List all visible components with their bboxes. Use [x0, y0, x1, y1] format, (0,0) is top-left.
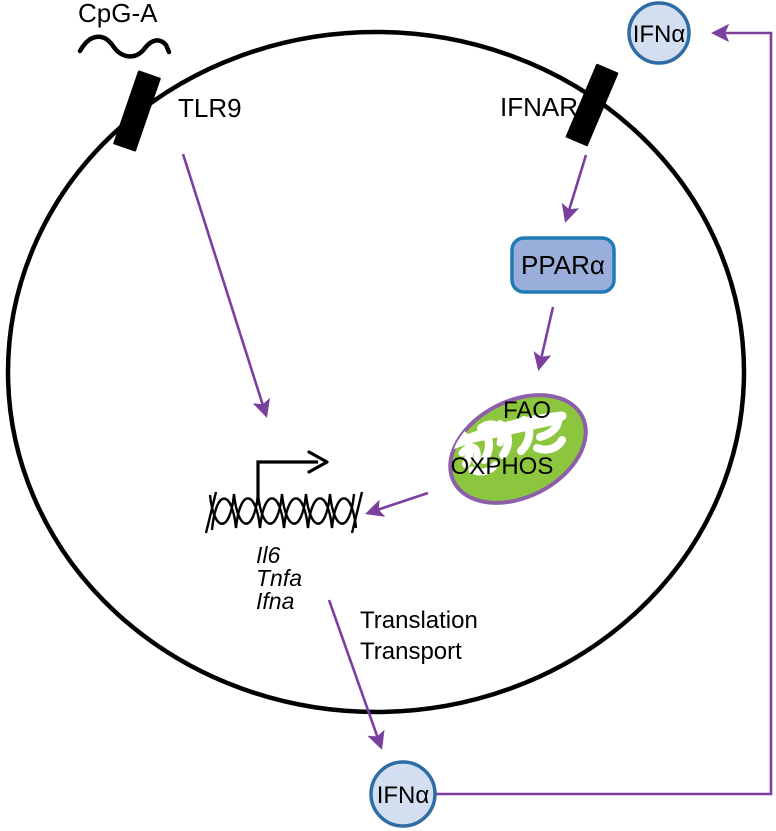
membrane-receptor-icon-tlr9[interactable] — [113, 70, 161, 152]
ligand-label: CpG-A — [78, 0, 158, 28]
cell-membrane-icon — [5, 29, 747, 715]
arrow-mitochondrion-to-gene — [365, 491, 429, 517]
mitochondrion-icon[interactable] — [432, 374, 604, 525]
cytokine-label-bottom: IFNα — [377, 782, 430, 809]
cytokine-circle-icon-bottom[interactable] — [369, 760, 437, 828]
gene-label-il6: Il6 — [256, 542, 281, 568]
arrow-ifnar-to-ppara — [561, 154, 588, 223]
receptor-label-ifnar: IFNAR — [500, 92, 578, 122]
dna-squiggle-icon — [77, 34, 172, 59]
receptor-label-tlr9: TLR9 — [178, 93, 242, 123]
transcription-arrow-icon — [256, 450, 329, 505]
rounded-box-icon-ppara[interactable] — [510, 236, 616, 294]
cytokine-label-top: IFNα — [633, 21, 686, 48]
arrow-tlr9-to-gene — [181, 153, 271, 418]
gene-label-ifna: Ifna — [256, 588, 294, 614]
process-label-transport: Transport — [360, 638, 462, 665]
ppara-label: PPARα — [521, 250, 605, 280]
arrow-ppara-to-mitochondrion — [533, 306, 555, 371]
cytokine-circle-icon-top[interactable] — [627, 1, 691, 65]
arrow-gene-to-ifna-secretion — [327, 599, 385, 750]
membrane-receptor-icon-ifnar[interactable] — [565, 63, 619, 147]
mitochondrion-label-oxphos: OXPHOS — [451, 453, 554, 480]
dna-helix-icon — [204, 491, 364, 534]
ifna-feedback-loop-path — [436, 23, 773, 796]
gene-label-tnfa: Tnfa — [256, 565, 302, 591]
process-label-translation: Translation — [360, 607, 478, 634]
mitochondrion-label-fao: FAO — [503, 397, 551, 424]
